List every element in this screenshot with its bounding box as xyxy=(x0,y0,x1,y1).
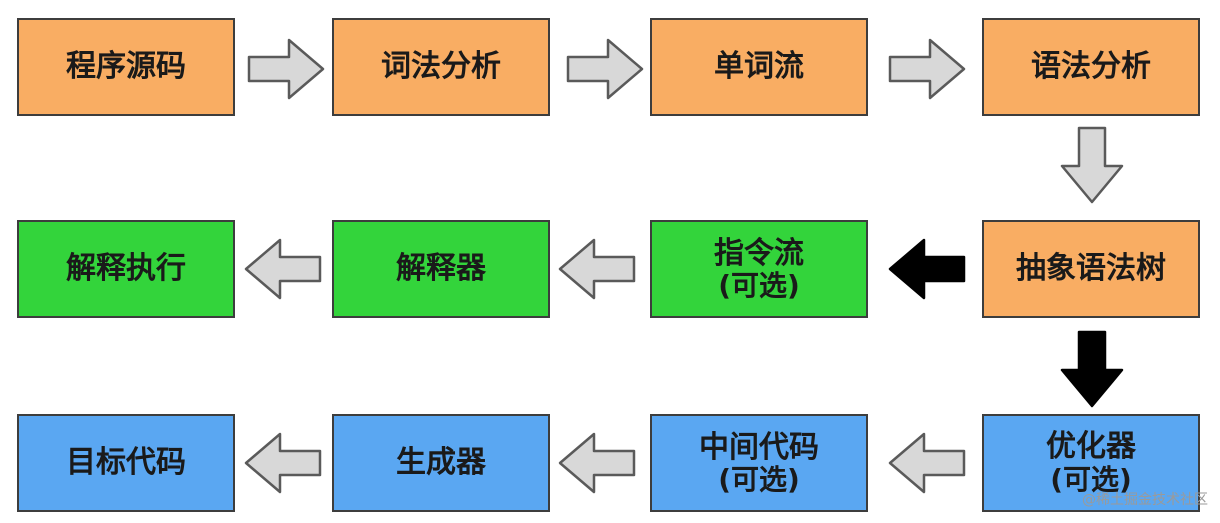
node-syntax-analysis: 语法分析 xyxy=(982,18,1200,116)
node-interpret-execute: 解释执行 xyxy=(17,220,235,318)
node-label: 解释执行 xyxy=(66,251,186,287)
left-arrow-icon xyxy=(558,432,636,494)
node-source-code: 程序源码 xyxy=(17,18,235,116)
node-optimizer: 优化器 (可选) xyxy=(982,414,1200,512)
node-instruction-stream: 指令流 (可选) xyxy=(650,220,868,318)
left-arrow-icon-bold xyxy=(888,238,966,300)
node-label: 程序源码 xyxy=(66,49,186,85)
node-label: 单词流 xyxy=(714,49,804,85)
node-label: 词法分析 xyxy=(381,49,501,85)
node-interpreter: 解释器 xyxy=(332,220,550,318)
node-note: (可选) xyxy=(1050,462,1132,496)
node-label: 优化器 xyxy=(1046,429,1136,464)
node-generator: 生成器 xyxy=(332,414,550,512)
left-arrow-icon xyxy=(558,238,636,300)
node-label: 语法分析 xyxy=(1031,49,1151,85)
left-arrow-icon xyxy=(244,238,322,300)
down-arrow-icon-bold xyxy=(1060,330,1124,408)
node-token-stream: 单词流 xyxy=(650,18,868,116)
left-arrow-icon xyxy=(244,432,322,494)
watermark: @稀土掘金技术社区 xyxy=(1082,492,1208,508)
right-arrow-icon xyxy=(888,38,966,100)
node-note: (可选) xyxy=(718,269,800,303)
node-ast: 抽象语法树 xyxy=(982,220,1200,318)
right-arrow-icon xyxy=(247,38,325,100)
right-arrow-icon xyxy=(566,38,644,100)
node-label: 生成器 xyxy=(396,445,486,481)
down-arrow-icon xyxy=(1060,126,1124,204)
node-label: 抽象语法树 xyxy=(1016,251,1166,287)
node-intermediate-code: 中间代码 (可选) xyxy=(650,414,868,512)
node-label: 目标代码 xyxy=(66,445,186,481)
node-target-code: 目标代码 xyxy=(17,414,235,512)
node-note: (可选) xyxy=(718,463,800,497)
left-arrow-icon xyxy=(888,432,966,494)
node-label: 中间代码 xyxy=(699,429,819,465)
node-lexical-analysis: 词法分析 xyxy=(332,18,550,116)
node-label: 解释器 xyxy=(396,251,486,287)
node-label: 指令流 xyxy=(714,235,804,271)
